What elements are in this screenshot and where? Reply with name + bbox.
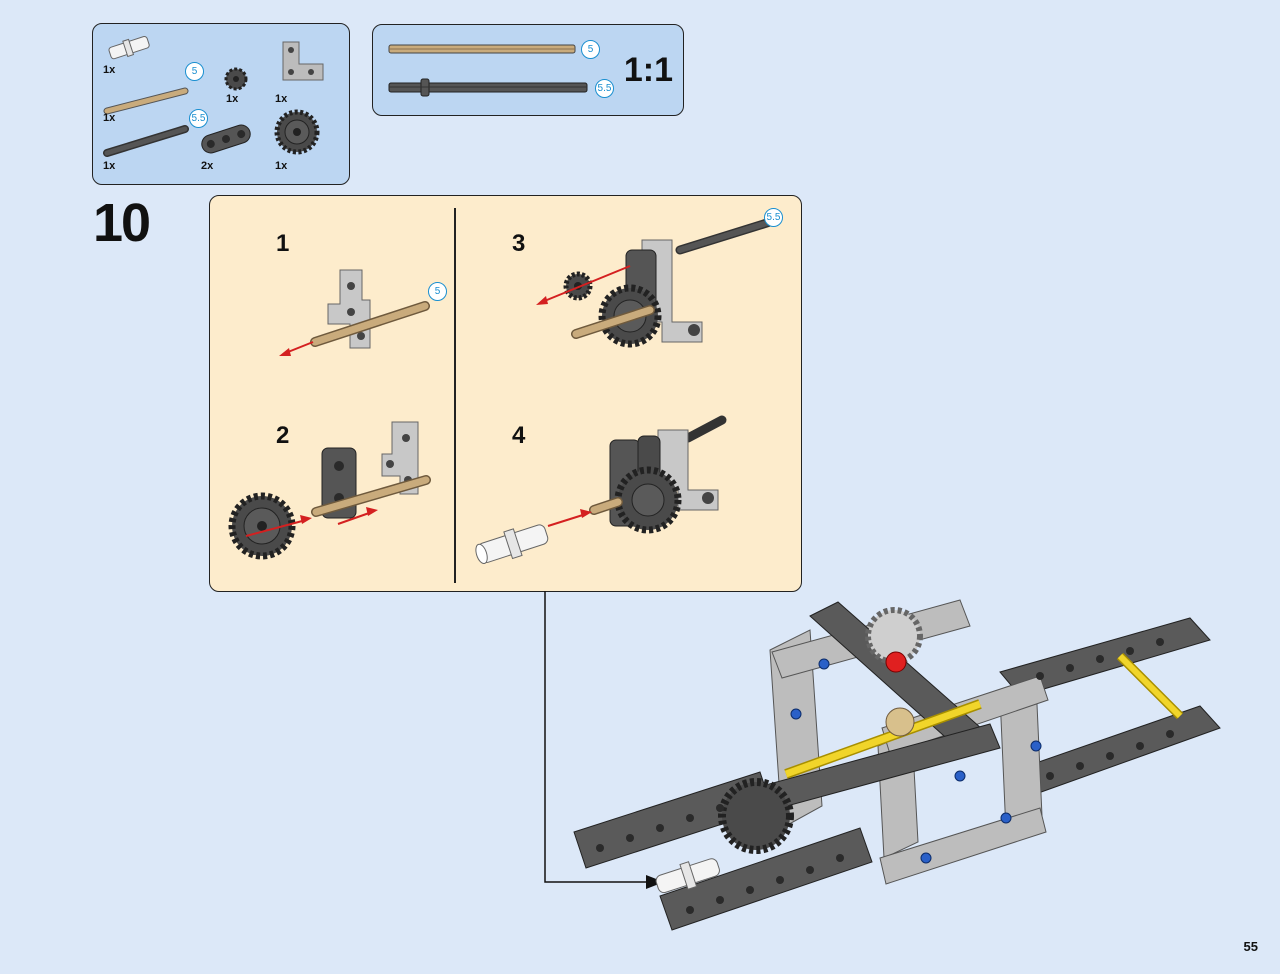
substep-2-illustration: [228, 421, 431, 560]
length-badge: 5.5: [189, 109, 208, 128]
part-qty: 1x: [103, 64, 116, 76]
substep-4-illustration: [475, 415, 727, 565]
bent-beam-part-icon: [282, 41, 324, 81]
length-badge: 5.5: [595, 79, 614, 98]
scale-ratio: 1:1: [623, 51, 673, 89]
scale-guide-box: 5 5.5 1:1: [372, 24, 684, 116]
page-number: 55: [1243, 939, 1258, 954]
substep-1-illustration: [279, 269, 430, 356]
part-qty: 1x: [275, 160, 288, 172]
substep-panel: 1 5 2 3: [209, 195, 802, 592]
tan-axle-5-scale-icon: [388, 44, 576, 54]
substep-number: 2: [276, 422, 290, 449]
three-hole-beam-part-icon: [201, 124, 251, 154]
substep-number: 1: [276, 230, 290, 257]
dark-axle-part-icon: [103, 125, 189, 157]
substep-number: 4: [512, 422, 526, 449]
length-badge: 5.5: [764, 208, 783, 227]
tan-axle-part-icon: [103, 87, 189, 115]
part-qty: 1x: [226, 93, 239, 105]
small-gear-part-icon: [224, 67, 248, 91]
dark-axle-5-5-scale-icon: [388, 78, 588, 97]
substep-divider: [454, 208, 456, 583]
part-qty: 1x: [275, 93, 288, 105]
step-number: 10: [93, 193, 151, 253]
part-qty: 1x: [103, 112, 116, 124]
parts-list-box: 1x 5 1x 1x 1x 5.5 1x 2x: [92, 23, 350, 185]
length-badge: 5: [185, 62, 204, 81]
connector-pin-part-icon: [108, 36, 150, 60]
chassis-assembly-illustration: [573, 599, 1221, 931]
part-qty: 2x: [201, 160, 214, 172]
length-badge: 5: [428, 282, 447, 301]
large-gear-part-icon: [274, 109, 320, 155]
length-badge: 5: [581, 40, 600, 59]
part-qty: 1x: [103, 160, 116, 172]
substep-3-illustration: [536, 217, 775, 348]
substep-number: 3: [512, 230, 526, 257]
